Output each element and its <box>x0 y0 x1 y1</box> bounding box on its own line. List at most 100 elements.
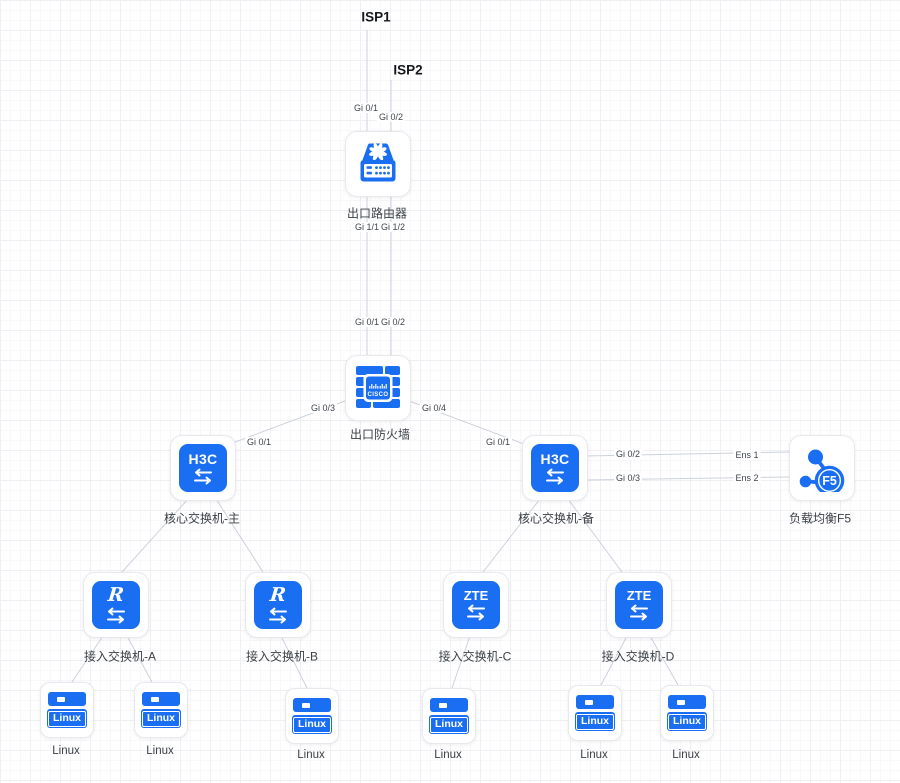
port-label-firewall-up-a: Gi 0/1 <box>352 317 382 327</box>
server-panel-icon <box>576 695 614 709</box>
edge-coremain-accessb <box>215 498 264 573</box>
edge-accessb-linux3 <box>280 635 308 689</box>
linux-server-label: Linux <box>146 745 174 757</box>
f5-load-balancer-node[interactable]: F5 <box>789 435 855 501</box>
linux-badge-text: Linux <box>576 713 614 730</box>
firewall-label: 出口防火墙 <box>349 427 411 442</box>
core-switch-backup-node[interactable]: H3C <box>522 435 588 501</box>
h3c-wordmark: H3C <box>188 450 218 467</box>
firewall-node[interactable]: CISCO <box>345 355 411 421</box>
edge-accessd-linux6 <box>649 635 679 686</box>
port-label-core-backup-f5-a: Gi 0/2 <box>613 449 643 459</box>
linux-server-node[interactable]: Linux <box>568 685 622 741</box>
cisco-wordmark: CISCO <box>367 392 388 398</box>
server-dash-icon <box>585 700 593 705</box>
server-dash-icon <box>439 703 447 708</box>
server-panel-icon <box>142 692 180 706</box>
server-dash-icon <box>151 697 159 702</box>
huawei-router-icon <box>360 143 396 182</box>
linux-server-label: Linux <box>672 749 700 761</box>
linux-badge-icon: Linux <box>47 709 87 728</box>
linux-server-node[interactable]: Linux <box>285 688 339 744</box>
switch-arrows-icon <box>546 468 564 484</box>
linux-server-label: Linux <box>297 749 325 761</box>
linux-server-node[interactable]: Linux <box>422 688 476 744</box>
linux-badge-text: Linux <box>48 710 86 727</box>
access-switch-a-node[interactable]: R <box>83 572 149 638</box>
h3c-switch-icon: H3C <box>531 444 579 492</box>
edge-coremain-accessa <box>121 498 189 573</box>
access-switch-b-node[interactable]: R <box>245 572 311 638</box>
ruijie-wordmark: R <box>106 584 126 606</box>
edge-accessc-linux4 <box>451 635 471 689</box>
access-switch-b-label: 接入交换机-B <box>245 649 319 664</box>
h3c-switch-icon: H3C <box>179 444 227 492</box>
ruijie-switch-icon: R <box>254 581 302 629</box>
server-panel-icon <box>48 692 86 706</box>
linux-server-label: Linux <box>580 749 608 761</box>
zte-wordmark: ZTE <box>463 588 489 603</box>
core-switch-backup-label: 核心交换机-备 <box>518 511 594 526</box>
port-label-router-down-b: Gi 1/2 <box>378 222 408 232</box>
server-dash-icon <box>677 700 685 705</box>
linux-server-node[interactable]: Linux <box>40 682 94 738</box>
ruijie-wordmark: R <box>268 584 288 606</box>
router-node[interactable] <box>345 131 411 197</box>
linux-server-label: Linux <box>434 749 462 761</box>
access-switch-d-label: 接入交换机-D <box>601 649 675 664</box>
server-panel-icon <box>668 695 706 709</box>
edge-corebackup-accessc <box>482 498 541 573</box>
switch-arrows-icon <box>269 607 287 624</box>
server-dash-icon <box>302 703 310 708</box>
isp2-node[interactable]: ISP2 <box>393 62 423 78</box>
linux-badge-icon: Linux <box>292 715 332 734</box>
linux-badge-icon: Linux <box>429 715 469 734</box>
port-label-core-backup-up: Gi 0/1 <box>483 437 513 447</box>
port-label-firewall-left: Gi 0/3 <box>308 403 338 413</box>
server-panel-icon <box>293 698 331 712</box>
huawei-flower-icon <box>369 143 387 161</box>
linux-badge-text: Linux <box>668 713 706 730</box>
linux-server-node[interactable]: Linux <box>134 682 188 738</box>
linux-badge-icon: Linux <box>575 712 615 731</box>
linux-badge-icon: Linux <box>141 709 181 728</box>
h3c-wordmark: H3C <box>540 450 570 467</box>
port-label-isp2-uplink: Gi 0/2 <box>376 112 406 122</box>
zte-wordmark: ZTE <box>626 588 652 603</box>
edge-accessa-linux2 <box>126 635 153 683</box>
ruijie-switch-icon: R <box>92 581 140 629</box>
cisco-firewall-icon: CISCO <box>356 366 400 408</box>
port-label-firewall-up-b: Gi 0/2 <box>378 317 408 327</box>
linux-badge-text: Linux <box>293 716 331 733</box>
port-label-firewall-right: Gi 0/4 <box>419 403 449 413</box>
access-switch-c-node[interactable]: ZTE <box>443 572 509 638</box>
access-switch-a-label: 接入交换机-A <box>83 649 157 664</box>
port-label-f5-ens1: Ens 1 <box>733 450 761 460</box>
cisco-bars-icon <box>369 384 387 389</box>
access-switch-c-label: 接入交换机-C <box>438 649 512 664</box>
linux-badge-text: Linux <box>430 716 468 733</box>
linux-server-node[interactable]: Linux <box>660 685 714 741</box>
zte-switch-icon: ZTE <box>615 581 663 629</box>
port-label-core-backup-f5-b: Gi 0/3 <box>613 473 643 483</box>
edge-accessd-linux5 <box>600 635 628 686</box>
switch-arrows-icon <box>107 607 125 624</box>
switch-arrows-icon <box>194 468 212 484</box>
isp1-node[interactable]: ISP1 <box>361 9 391 25</box>
switch-arrows-icon <box>467 604 485 621</box>
edge-corebackup-accessd <box>567 498 623 573</box>
f5-logo-icon: F5 <box>799 449 845 492</box>
server-panel-icon <box>430 698 468 712</box>
f5-label: 负载均衡F5 <box>788 511 852 526</box>
edge-accessa-linux1 <box>71 635 104 683</box>
access-switch-d-node[interactable]: ZTE <box>606 572 672 638</box>
zte-switch-icon: ZTE <box>452 581 500 629</box>
f5-wordmark: F5 <box>822 474 837 488</box>
port-label-router-down-a: Gi 1/1 <box>352 222 382 232</box>
core-switch-main-node[interactable]: H3C <box>170 435 236 501</box>
server-dash-icon <box>57 697 65 702</box>
linux-badge-text: Linux <box>142 710 180 727</box>
port-label-core-main-up: Gi 0/1 <box>244 437 274 447</box>
